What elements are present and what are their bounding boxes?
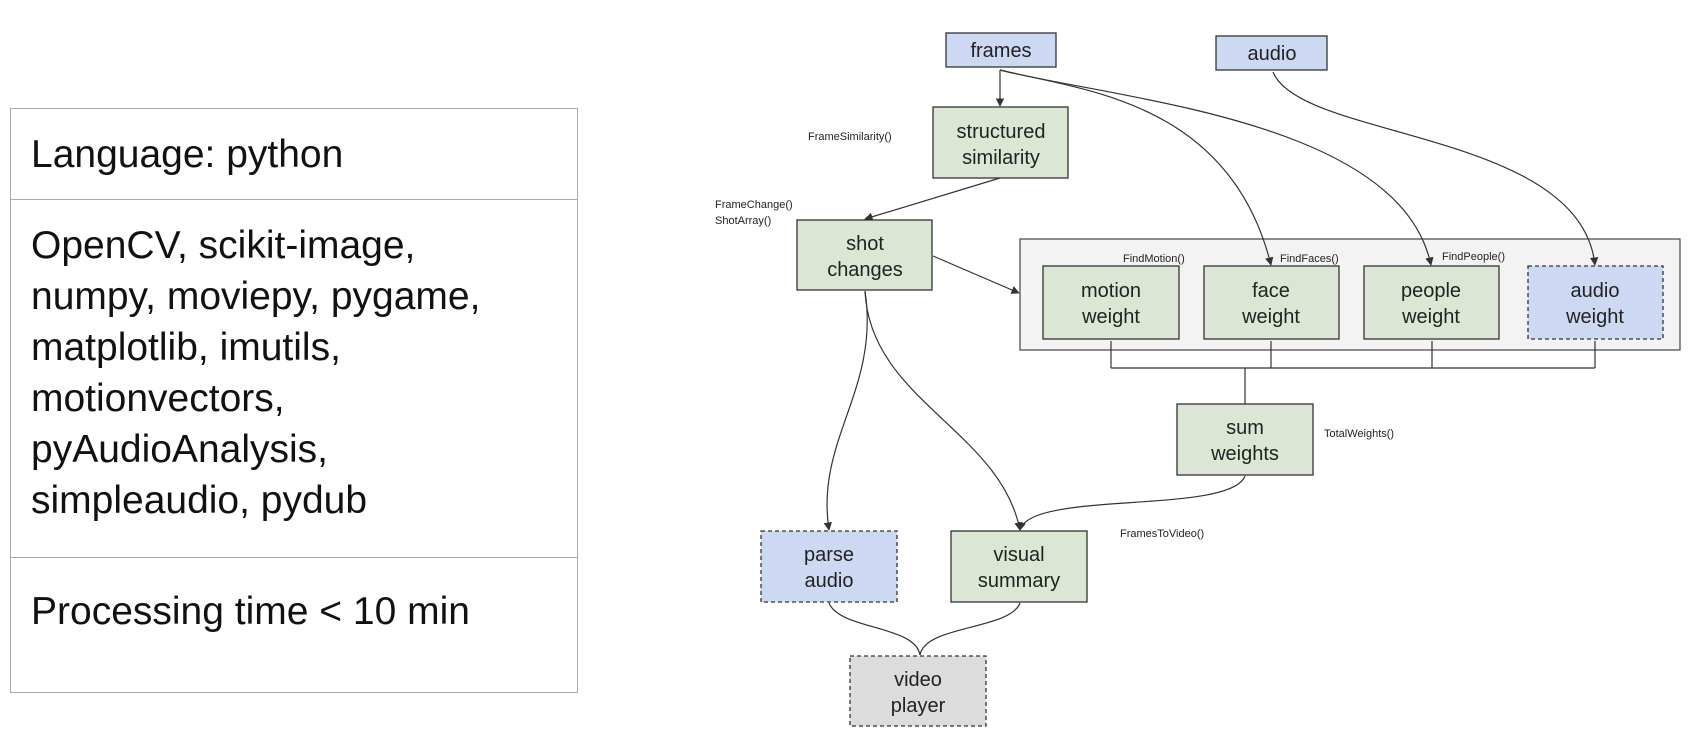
node-audio-weight: audio weight — [1527, 265, 1664, 340]
label-shot-array: ShotArray() — [715, 215, 771, 227]
node-label: weight — [1241, 306, 1300, 328]
node-label: weights — [1210, 443, 1279, 465]
label-frames-to-video: FramesToVideo() — [1120, 528, 1204, 540]
node-label: audio — [1571, 280, 1620, 302]
edge-visual-summary-to-player — [919, 602, 1021, 656]
library-line: pyAudioAnalysis, — [31, 428, 328, 471]
node-face-weight: face weight — [1203, 265, 1340, 340]
node-label: changes — [827, 259, 903, 281]
node-label: people — [1401, 280, 1461, 302]
edge-frames-to-people — [999, 69, 1434, 266]
language-row: Language: python — [11, 109, 577, 200]
node-label: weight — [1565, 306, 1624, 328]
node-label: player — [891, 695, 946, 717]
node-label: summary — [978, 570, 1060, 592]
node-label: motion — [1081, 280, 1141, 302]
label-find-people: FindPeople() — [1442, 251, 1505, 263]
connector-weights-merge — [1110, 341, 1596, 404]
node-audio: audio — [1215, 35, 1328, 71]
library-line: OpenCV, scikit-image, — [31, 224, 416, 267]
node-frames: frames — [945, 32, 1057, 68]
node-label: structured — [957, 121, 1046, 143]
node-motion-weight: motion weight — [1042, 265, 1180, 340]
library-line: simpleaudio, pydub — [31, 479, 368, 522]
edge-similarity-to-shot — [864, 177, 1001, 221]
node-visual-summary: visual summary — [950, 530, 1088, 603]
info-table: Language: python OpenCV, scikit-image, n… — [10, 108, 578, 693]
node-label: face — [1252, 280, 1290, 302]
node-label: audio — [805, 570, 854, 592]
node-video-player: video player — [849, 655, 987, 727]
node-sum-weights: sum weights — [1176, 403, 1314, 476]
node-shot-changes: shot changes — [796, 219, 933, 291]
edge-parse-audio-to-player — [828, 602, 921, 656]
node-people-weight: people weight — [1363, 265, 1500, 340]
node-label: parse — [804, 544, 854, 566]
edge-shot-to-visual-summary — [864, 290, 1023, 531]
label-frame-change: FrameChange() — [715, 199, 793, 211]
edge-audio-to-audio-weight — [1272, 71, 1599, 266]
label-frame-similarity: FrameSimilarity() — [808, 131, 892, 143]
node-label: shot — [846, 233, 884, 255]
node-label: weight — [1081, 306, 1140, 328]
node-structured-similarity: structured similarity — [932, 106, 1069, 179]
label-find-motion: FindMotion() — [1123, 253, 1185, 265]
edges — [823, 69, 1599, 656]
edge-sum-to-visual-summary — [1017, 475, 1246, 531]
node-parse-audio: parse audio — [760, 530, 898, 603]
edge-shot-to-group — [932, 255, 1020, 294]
node-label: visual — [993, 544, 1044, 566]
node-label: similarity — [962, 147, 1040, 169]
node-label: frames — [970, 40, 1031, 62]
node-label: video — [894, 669, 942, 691]
processing-time-text: Processing time < 10 min — [31, 590, 470, 633]
library-line: motionvectors, — [31, 377, 285, 420]
label-total-weights: TotalWeights() — [1324, 428, 1394, 440]
library-line: numpy, moviepy, pygame, — [31, 275, 481, 318]
edge-shot-to-parse-audio — [823, 290, 868, 531]
language-text: Language: python — [31, 133, 344, 176]
label-find-faces: FindFaces() — [1280, 253, 1339, 265]
node-label: weight — [1401, 306, 1460, 328]
node-label: audio — [1248, 43, 1297, 65]
processing-time-row: Processing time < 10 min — [11, 557, 577, 693]
node-label: sum — [1226, 417, 1264, 439]
libraries-row: OpenCV, scikit-image, numpy, moviepy, py… — [11, 199, 577, 558]
library-line: matplotlib, imutils, — [31, 326, 341, 369]
